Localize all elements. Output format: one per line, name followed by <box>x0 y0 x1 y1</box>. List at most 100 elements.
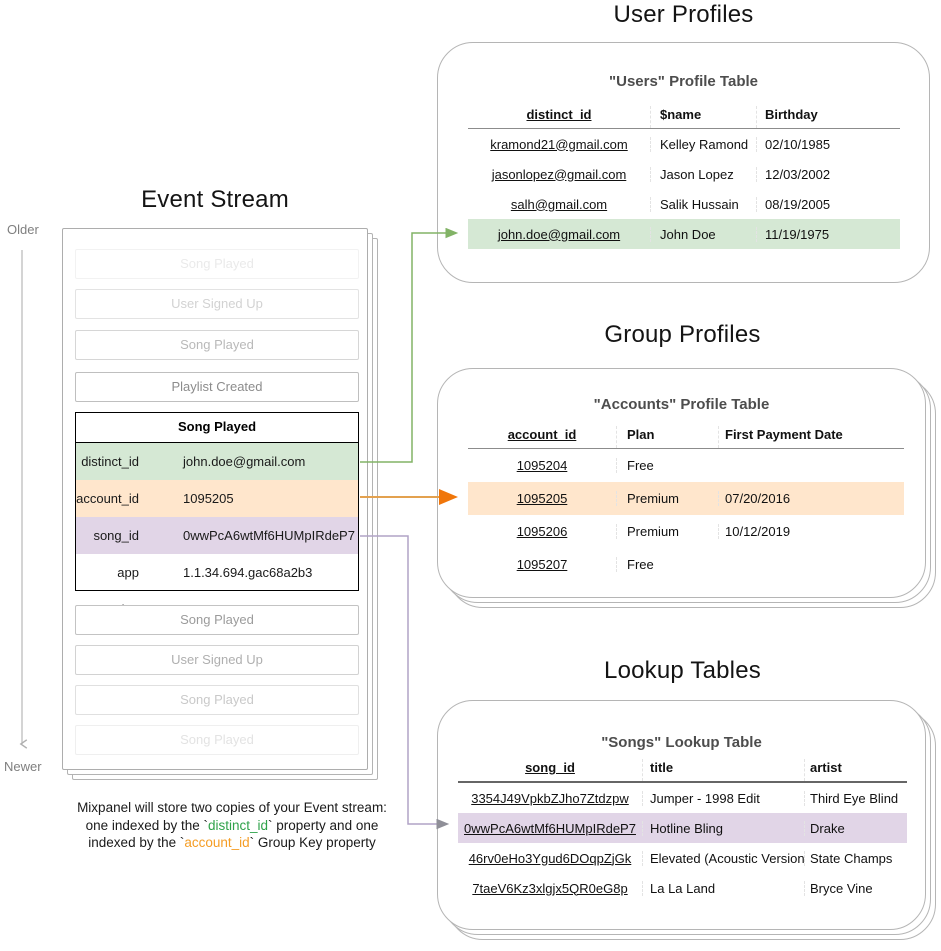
event-property-account-id: account_id 1095205 <box>76 480 358 517</box>
cell-first-payment-date: 07/20/2016 <box>718 491 904 506</box>
cell-birthday: 11/19/1975 <box>756 226 900 242</box>
caption-text: one indexed by the ` <box>85 817 208 833</box>
property-key: account_id <box>76 491 139 506</box>
cell-first-payment-date: 10/12/2019 <box>718 524 904 539</box>
cell-distinct-id: john.doe@gmail.com <box>497 226 621 242</box>
event-row-faded: Song Played <box>75 249 359 279</box>
header-rule <box>458 781 907 783</box>
column-header-title: title <box>642 759 804 781</box>
cell-account-id: 1095205 <box>516 491 568 506</box>
caption-line-3: indexed by the `account_id` Group Key pr… <box>30 834 434 852</box>
cell-name: Kelley Ramond <box>650 136 756 152</box>
event-row-faded: Song Played <box>75 330 359 360</box>
table-row: 7taeV6Kz3xlgjx5QR0eG8p La La Land Bryce … <box>458 873 907 903</box>
cell-title: Elevated (Acoustic Version) <box>642 850 804 866</box>
cell-song-id: 7taeV6Kz3xlgjx5QR0eG8p <box>472 880 628 896</box>
cell-title: Jumper - 1998 Edit <box>642 790 804 806</box>
footnote-caption: Mixpanel will store two copies of your E… <box>30 799 434 852</box>
cell-name: Jason Lopez <box>650 166 756 182</box>
cell-plan: Free <box>616 557 718 572</box>
user-profiles-heading: User Profiles <box>613 1 754 28</box>
caption-line-1: Mixpanel will store two copies of your E… <box>77 800 387 815</box>
cell-artist: Third Eye Blind <box>804 790 907 806</box>
cell-plan: Free <box>616 458 718 473</box>
column-header-first-payment-date: First Payment Date <box>718 426 904 448</box>
column-header-birthday: Birthday <box>756 106 900 128</box>
property-value: 1.1.34.694.gac68a2b3 <box>183 565 313 580</box>
column-header-plan: Plan <box>616 426 718 448</box>
users-table-header: distinct_id $name Birthday <box>468 106 900 128</box>
table-row: kramond21@gmail.com Kelley Ramond 02/10/… <box>468 129 900 159</box>
songs-table-header: song_id title artist <box>458 759 907 781</box>
cell-name: John Doe <box>650 226 756 242</box>
table-row: 1095207 Free <box>468 548 904 581</box>
accounts-table: account_id Plan First Payment Date 10952… <box>468 426 904 581</box>
event-property-song-id: song_id 0wwPcA6wtMf6HUMpIRdeP7 <box>76 517 358 554</box>
column-header-account-id: account_id <box>507 427 577 442</box>
users-table-title: "Users" Profile Table <box>609 73 758 90</box>
cell-song-id: 3354J49VpkbZJho7Ztdzpw <box>471 790 629 806</box>
event-row-faded: User Signed Up <box>75 645 359 675</box>
event-title: Song Played <box>76 413 358 443</box>
users-profile-card: "Users" Profile Table distinct_id $name … <box>437 42 930 283</box>
cell-birthday: 12/03/2002 <box>756 166 900 182</box>
accounts-table-title: "Accounts" Profile Table <box>593 396 770 413</box>
property-value: john.doe@gmail.com <box>183 454 306 469</box>
cell-song-id: 0wwPcA6wtMf6HUMpIRdeP7 <box>464 820 636 836</box>
cell-distinct-id: salh@gmail.com <box>510 196 608 212</box>
table-row: salh@gmail.com Salik Hussain 08/19/2005 <box>468 189 900 219</box>
property-key: distinct_id <box>81 454 139 469</box>
event-property-app-version: app version 1.1.34.694.gac68a2b3 <box>76 554 358 617</box>
event-row-faded: Song Played <box>75 685 359 715</box>
song-played-event-card: Song Played distinct_id john.doe@gmail.c… <box>75 412 359 617</box>
event-row-faded: Song Played <box>75 605 359 635</box>
cell-title: La La Land <box>642 880 804 896</box>
cell-birthday: 08/19/2005 <box>756 196 900 212</box>
cell-account-id: 1095206 <box>516 524 568 539</box>
property-key: song_id <box>93 528 139 543</box>
table-row-highlighted-orange: 1095205 Premium 07/20/2016 <box>468 482 904 515</box>
caption-text: indexed by the ` <box>88 835 185 850</box>
caption-distinct-id: distinct_id <box>207 817 269 833</box>
cell-artist: Bryce Vine <box>804 880 907 896</box>
cell-title: Hotline Bling <box>642 820 804 836</box>
cell-distinct-id: jasonlopez@gmail.com <box>491 166 627 182</box>
column-header-name: $name <box>650 106 756 128</box>
songs-table: song_id title artist 3354J49VpkbZJho7Ztd… <box>458 759 907 903</box>
table-row-highlighted-green: john.doe@gmail.com John Doe 11/19/1975 <box>468 219 900 249</box>
event-row-faded: User Signed Up <box>75 289 359 319</box>
cell-account-id: 1095204 <box>516 458 568 473</box>
table-row: 3354J49VpkbZJho7Ztdzpw Jumper - 1998 Edi… <box>458 783 907 813</box>
caption-account-id: account_id <box>184 835 250 850</box>
header-rule <box>468 448 904 449</box>
group-profiles-heading: Group Profiles <box>604 321 761 348</box>
header-rule <box>468 128 900 129</box>
caption-text: ` property and one <box>268 817 379 833</box>
timeline-newer-label: Newer <box>4 759 42 774</box>
table-row-highlighted-purple: 0wwPcA6wtMf6HUMpIRdeP7 Hotline Bling Dra… <box>458 813 907 843</box>
users-table: distinct_id $name Birthday kramond21@gma… <box>468 106 900 249</box>
column-header-song-id: song_id <box>525 760 575 775</box>
event-stream-box: Song Played User Signed Up Song Played P… <box>62 228 368 770</box>
cell-artist: State Champs <box>804 850 907 866</box>
table-row: 46rv0eHo3Ygud6DOqpZjGk Elevated (Acousti… <box>458 843 907 873</box>
cell-birthday: 02/10/1985 <box>756 136 900 152</box>
cell-plan: Premium <box>616 524 718 539</box>
cell-distinct-id: kramond21@gmail.com <box>490 136 628 152</box>
cell-song-id: 46rv0eHo3Ygud6DOqpZjGk <box>468 850 632 866</box>
cell-artist: Drake <box>804 820 907 836</box>
property-value: 0wwPcA6wtMf6HUMpIRdeP7 <box>183 528 355 543</box>
event-stream-heading: Event Stream <box>141 186 289 213</box>
table-row: 1095206 Premium 10/12/2019 <box>468 515 904 548</box>
accounts-profile-card: "Accounts" Profile Table account_id Plan… <box>437 368 926 598</box>
cell-name: Salik Hussain <box>650 196 756 212</box>
property-value: 1095205 <box>183 491 234 506</box>
caption-text: ` Group Key property <box>249 835 376 850</box>
event-property-distinct-id: distinct_id john.doe@gmail.com <box>76 443 358 480</box>
caption-line-2: one indexed by the `distinct_id` propert… <box>30 817 434 835</box>
property-key: app version <box>97 565 139 617</box>
lookup-tables-heading: Lookup Tables <box>604 657 761 684</box>
column-header-distinct-id: distinct_id <box>526 107 592 122</box>
cell-account-id: 1095207 <box>516 557 568 572</box>
